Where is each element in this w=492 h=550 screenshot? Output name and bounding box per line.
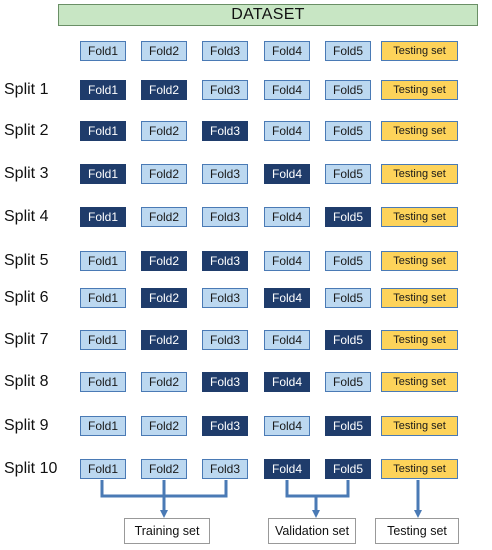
fold-cell-1-training: Fold1 (80, 251, 126, 271)
split-label: Split 7 (4, 331, 49, 348)
fold-cell-3-training: Fold3 (202, 459, 248, 479)
fold-cell-2-validation: Fold2 (141, 251, 187, 271)
fold-cell-4-training: Fold4 (264, 121, 310, 141)
fold-cell-2-training: Fold2 (141, 459, 187, 479)
header-fold-2: Fold2 (141, 41, 187, 61)
fold-cell-2-training: Fold2 (141, 416, 187, 436)
dataset-banner: DATASET (58, 4, 478, 26)
fold-cell-3-training: Fold3 (202, 164, 248, 184)
fold-cell-2-validation: Fold2 (141, 80, 187, 100)
fold-cell-4-validation: Fold4 (264, 288, 310, 308)
fold-cell-2-training: Fold2 (141, 121, 187, 141)
fold-cell-3-validation: Fold3 (202, 251, 248, 271)
split-label: Split 9 (4, 417, 49, 434)
fold-cell-1-validation: Fold1 (80, 80, 126, 100)
fold-cell-4-training: Fold4 (264, 80, 310, 100)
fold-cell-3-training: Fold3 (202, 330, 248, 350)
fold-cell-2-training: Fold2 (141, 164, 187, 184)
split-label: Split 5 (4, 252, 49, 269)
fold-cell-3-validation: Fold3 (202, 372, 248, 392)
testing-set-cell: Testing set (381, 330, 458, 350)
fold-cell-5-validation: Fold5 (325, 207, 371, 227)
fold-cell-4-training: Fold4 (264, 416, 310, 436)
testing-set-cell: Testing set (381, 459, 458, 479)
fold-cell-2-validation: Fold2 (141, 288, 187, 308)
fold-cell-4-training: Fold4 (264, 207, 310, 227)
fold-cell-2-validation: Fold2 (141, 330, 187, 350)
testing-set-cell: Testing set (381, 416, 458, 436)
testing-set-cell: Testing set (381, 80, 458, 100)
fold-cell-3-validation: Fold3 (202, 121, 248, 141)
fold-cell-5-validation: Fold5 (325, 416, 371, 436)
fold-cell-5-validation: Fold5 (325, 459, 371, 479)
fold-cell-1-validation: Fold1 (80, 207, 126, 227)
fold-cell-4-validation: Fold4 (264, 164, 310, 184)
header-fold-5: Fold5 (325, 41, 371, 61)
header-fold-4: Fold4 (264, 41, 310, 61)
fold-cell-4-validation: Fold4 (264, 372, 310, 392)
fold-cell-1-training: Fold1 (80, 459, 126, 479)
split-label: Split 2 (4, 122, 49, 139)
fold-cell-1-validation: Fold1 (80, 164, 126, 184)
fold-cell-5-training: Fold5 (325, 288, 371, 308)
fold-cell-5-training: Fold5 (325, 251, 371, 271)
testing-set-label: Testing set (375, 518, 459, 544)
testing-set-cell: Testing set (381, 207, 458, 227)
header-testing-set: Testing set (381, 41, 458, 61)
split-label: Split 1 (4, 81, 49, 98)
testing-set-cell: Testing set (381, 164, 458, 184)
split-label: Split 8 (4, 373, 49, 390)
validation-set-label: Validation set (268, 518, 356, 544)
fold-cell-3-training: Fold3 (202, 288, 248, 308)
fold-cell-2-training: Fold2 (141, 207, 187, 227)
fold-cell-5-validation: Fold5 (325, 330, 371, 350)
testing-set-cell: Testing set (381, 121, 458, 141)
fold-cell-2-training: Fold2 (141, 372, 187, 392)
split-label: Split 3 (4, 165, 49, 182)
fold-cell-1-training: Fold1 (80, 372, 126, 392)
fold-cell-1-validation: Fold1 (80, 121, 126, 141)
fold-cell-1-training: Fold1 (80, 330, 126, 350)
fold-cell-5-training: Fold5 (325, 372, 371, 392)
testing-set-cell: Testing set (381, 288, 458, 308)
training-set-label: Training set (124, 518, 210, 544)
testing-set-cell: Testing set (381, 372, 458, 392)
fold-cell-1-training: Fold1 (80, 416, 126, 436)
fold-cell-3-validation: Fold3 (202, 416, 248, 436)
fold-cell-3-training: Fold3 (202, 207, 248, 227)
fold-cell-5-training: Fold5 (325, 121, 371, 141)
testing-set-cell: Testing set (381, 251, 458, 271)
split-label: Split 4 (4, 208, 49, 225)
fold-cell-4-training: Fold4 (264, 330, 310, 350)
fold-cell-1-training: Fold1 (80, 288, 126, 308)
fold-cell-4-training: Fold4 (264, 251, 310, 271)
validation-bracket (285, 480, 350, 498)
fold-cell-5-training: Fold5 (325, 80, 371, 100)
header-fold-3: Fold3 (202, 41, 248, 61)
fold-cell-5-training: Fold5 (325, 164, 371, 184)
split-label: Split 6 (4, 289, 49, 306)
fold-cell-4-validation: Fold4 (264, 459, 310, 479)
header-fold-1: Fold1 (80, 41, 126, 61)
split-label: Split 10 (4, 460, 58, 477)
fold-cell-3-training: Fold3 (202, 80, 248, 100)
